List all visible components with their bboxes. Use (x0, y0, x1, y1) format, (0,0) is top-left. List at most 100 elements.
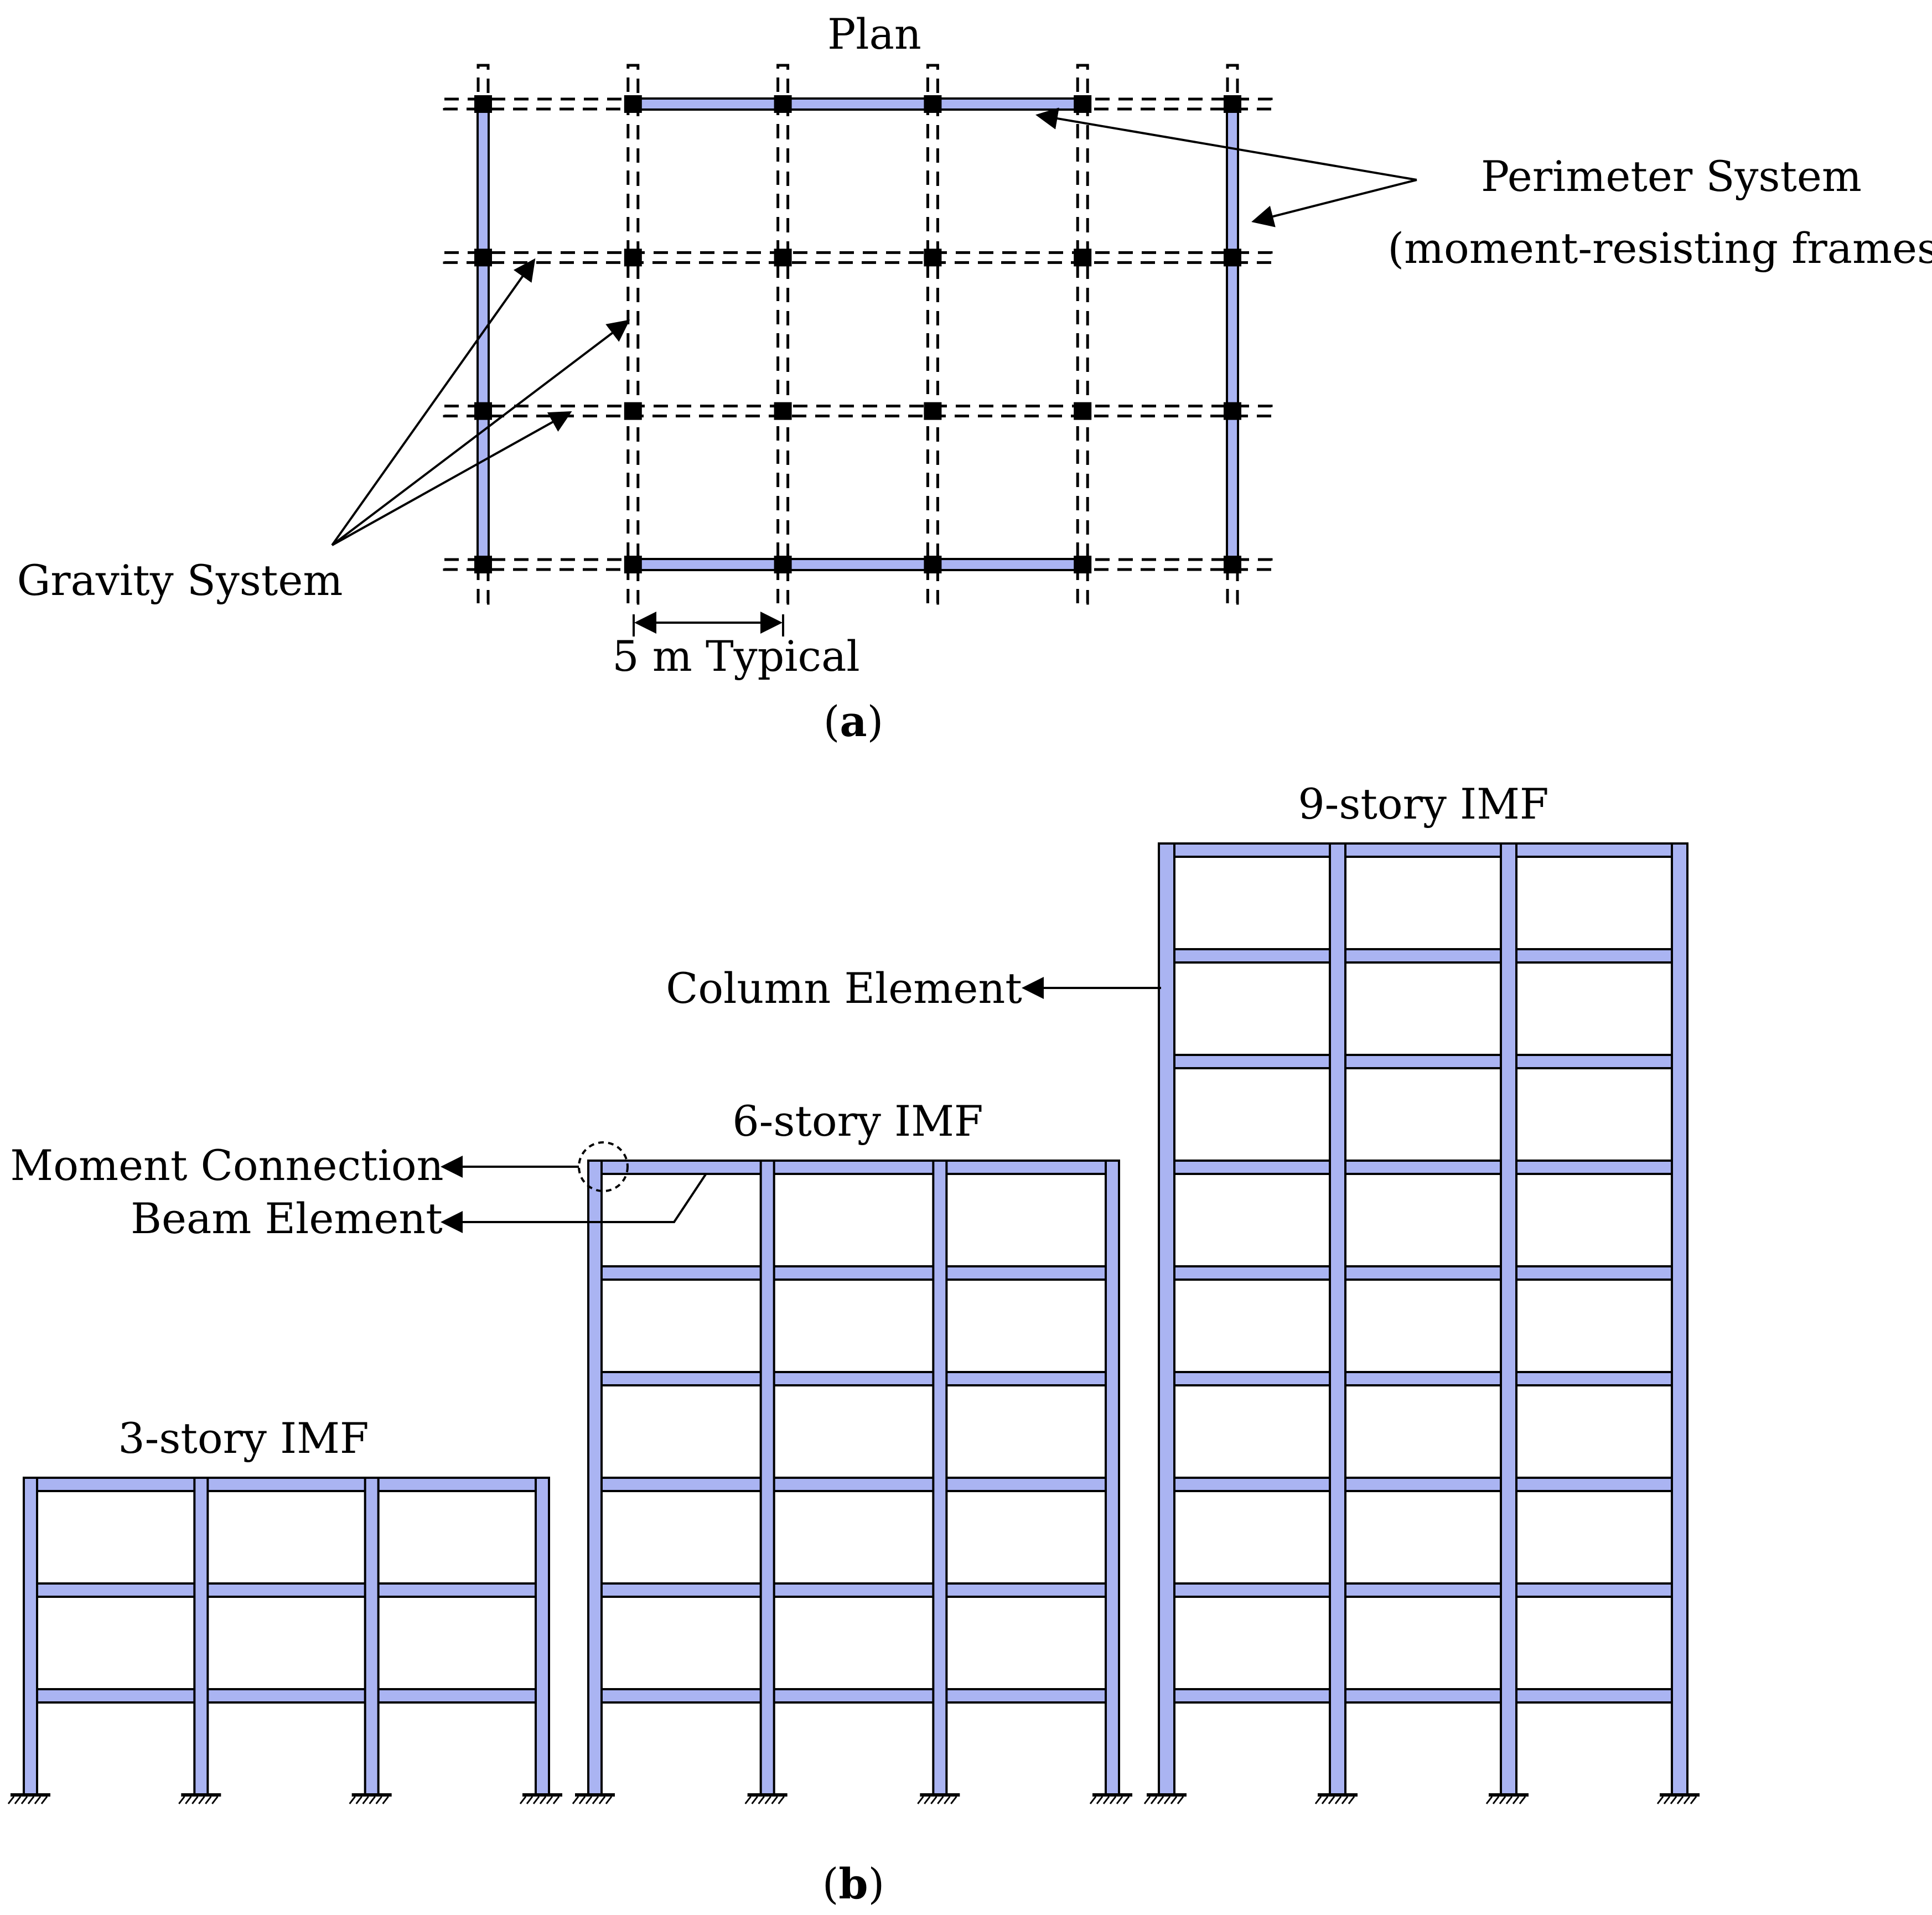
column-element (535, 1477, 550, 1796)
support-hatch (1499, 1796, 1506, 1804)
gravity-arrow-2 (331, 319, 630, 546)
frame-title: 9-story IMF (1298, 779, 1548, 829)
support-hatch (1656, 1796, 1664, 1804)
plan-title: Plan (827, 9, 921, 59)
caption-a-open: ( (823, 697, 840, 746)
beam-element (587, 1160, 1120, 1175)
plan-column-node (474, 556, 492, 573)
support-hatch (1670, 1796, 1677, 1804)
support-hatch (1143, 1796, 1151, 1804)
support-hatch (744, 1796, 752, 1804)
column-element (1105, 1160, 1120, 1796)
gridline-h-2 (443, 405, 1273, 418)
caption-b: (b) (822, 1859, 884, 1908)
plan-column-node (1074, 402, 1092, 420)
support-hatch (1096, 1796, 1104, 1804)
support-hatch (950, 1796, 957, 1804)
support-hatch (211, 1796, 219, 1804)
support-hatch (34, 1796, 42, 1804)
beam-element (1158, 1371, 1688, 1386)
support-hatch (937, 1796, 944, 1804)
gridline-v-2 (776, 64, 790, 605)
beam-element-label: Beam Element (131, 1194, 443, 1243)
plan-column-node (624, 556, 642, 573)
moment-connection-label: Moment Connection (10, 1141, 443, 1190)
support-hatch (1505, 1796, 1513, 1804)
column-element (1671, 842, 1688, 1796)
support-hatch (532, 1796, 540, 1804)
plan-column-node (474, 95, 492, 113)
gridline-v-1 (626, 64, 640, 605)
support-hatch (1116, 1796, 1123, 1804)
moment-connection-circle (578, 1141, 629, 1192)
frame-title: 3-story IMF (118, 1414, 369, 1463)
support-hatch (778, 1796, 785, 1804)
gravity-arrow-1 (331, 258, 536, 546)
support-hatch (592, 1796, 599, 1804)
plan-view: Plan Perimeter System (moment-resisting … (17, 9, 1932, 746)
support-hatch (1157, 1796, 1164, 1804)
support-hatch (552, 1796, 560, 1804)
support-hatch (1177, 1796, 1184, 1804)
support-hatch (1089, 1796, 1097, 1804)
support-hatch (1492, 1796, 1500, 1804)
support-hatch (605, 1796, 613, 1804)
frame-6-story: 6-story IMF (572, 1096, 1132, 1804)
beam-element (1158, 1477, 1688, 1492)
caption-a-close: ) (867, 697, 884, 746)
support-hatch (40, 1796, 48, 1804)
beam-element-arrow (441, 1173, 707, 1233)
support-hatch (382, 1796, 389, 1804)
support-hatch (1109, 1796, 1117, 1804)
plan-column-node (924, 95, 942, 113)
beam-element (587, 1688, 1120, 1704)
support-hatch (1519, 1796, 1526, 1804)
support-hatch (751, 1796, 758, 1804)
beam-element (1158, 1688, 1688, 1704)
column-element (587, 1160, 603, 1796)
support-hatch (7, 1796, 15, 1804)
beam-element (1158, 948, 1688, 964)
perimeter-frame-bottom (631, 558, 1084, 571)
support-hatch (1676, 1796, 1684, 1804)
gridline-h-1 (443, 251, 1273, 264)
column-element-label: Column Element (666, 964, 1022, 1013)
support-hatch (930, 1796, 937, 1804)
beam-element (587, 1265, 1120, 1281)
gridline-v-3 (926, 64, 939, 605)
frames: 3-story IMF 6-story IMF 9-story IMF (7, 779, 1700, 1804)
support-hatch (1321, 1796, 1329, 1804)
plan-column-node (1224, 95, 1241, 113)
beam-element (587, 1371, 1120, 1386)
perimeter-arrow-right (1251, 179, 1417, 227)
support-hatch (546, 1796, 553, 1804)
support-hatch (27, 1796, 35, 1804)
plan-column-node (774, 249, 792, 267)
support-hatch (1328, 1796, 1335, 1804)
plan-column-node (624, 402, 642, 420)
beam-element (1158, 1054, 1688, 1069)
support-hatch (917, 1796, 924, 1804)
support-hatch (1150, 1796, 1158, 1804)
caption-b-close: ) (868, 1859, 885, 1908)
beam-element (1158, 1582, 1688, 1598)
support-hatch (1683, 1796, 1691, 1804)
plan-column-node (924, 249, 942, 267)
support-hatch (205, 1796, 212, 1804)
gravity-arrow-3 (332, 411, 572, 546)
support-hatch (924, 1796, 931, 1804)
support-hatch (1663, 1796, 1671, 1804)
gridline-v-4 (1076, 64, 1089, 605)
column-element (364, 1477, 380, 1796)
caption-b-open: ( (822, 1859, 839, 1908)
perimeter-arrow-top (1035, 107, 1417, 181)
support-hatch (585, 1796, 593, 1804)
beam-element (23, 1582, 550, 1598)
plan-column-node (1074, 95, 1092, 113)
support-hatch (375, 1796, 382, 1804)
beam-element (1158, 1160, 1688, 1175)
support-hatch (355, 1796, 362, 1804)
plan-column-node (624, 95, 642, 113)
support-hatch (572, 1796, 579, 1804)
support-hatch (1102, 1796, 1110, 1804)
